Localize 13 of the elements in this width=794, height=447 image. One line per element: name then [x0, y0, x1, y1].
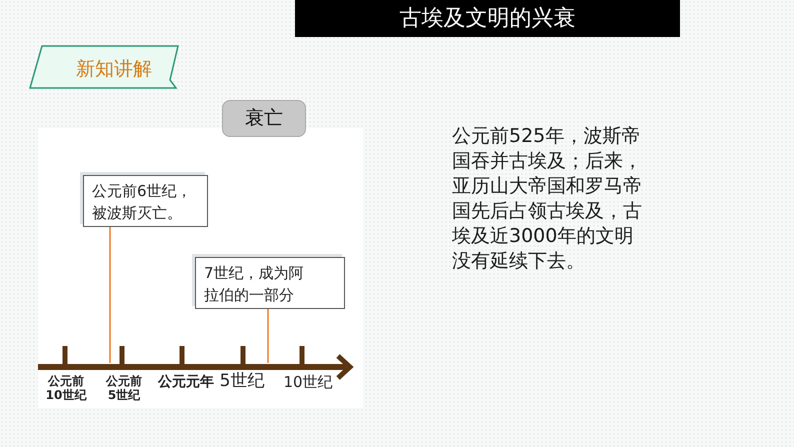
title-bar: 古埃及文明的兴衰: [295, 0, 680, 37]
section-tab: 新知讲解: [28, 44, 180, 90]
tick-label: 10世纪: [282, 374, 334, 391]
heading-box: 衰亡: [222, 100, 306, 137]
leader-line: [109, 227, 111, 363]
paragraph: 公元前525年，波斯帝国吞并古埃及；后来，亚历山大帝国和罗马帝国先后占领古埃及，古埃及近3000年的文明没有延续下去。: [452, 124, 643, 274]
leader-line: [267, 309, 269, 363]
tick-label: 公元元年: [156, 374, 215, 390]
callout-box: 公元前6世纪，被波斯灭亡。: [83, 175, 208, 227]
callout-box: 7世纪，成为阿拉伯的一部分: [195, 257, 345, 309]
tick-label: 公元前10世纪: [44, 374, 88, 402]
tick-label: 公元前5世纪: [104, 374, 143, 402]
tick-label: 5世纪: [218, 372, 266, 391]
